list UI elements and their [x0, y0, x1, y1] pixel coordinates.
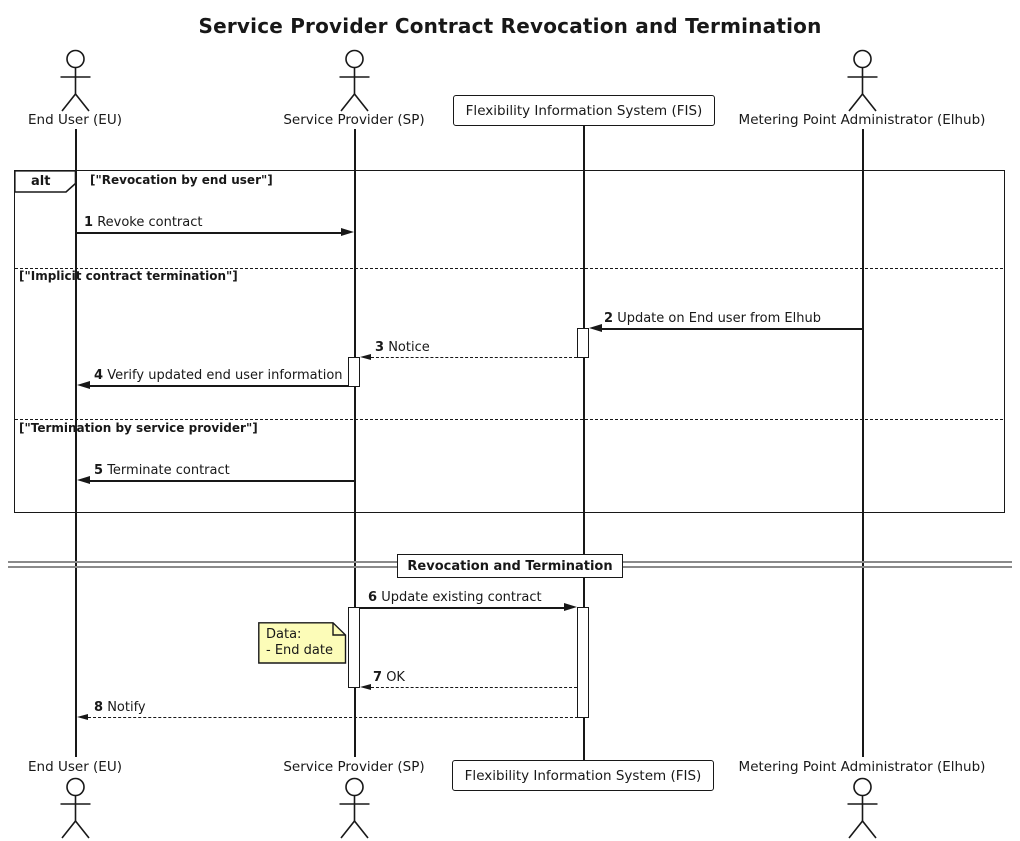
- message-4-label: 4 Verify updated end user information: [94, 368, 343, 383]
- alt-separator-1: [15, 268, 1003, 269]
- note-shape: [258, 622, 347, 664]
- alt-guard-2: ["Implicit contract termination"]: [19, 269, 238, 283]
- note-line-1: Data:: [266, 627, 302, 642]
- divider-label: Revocation and Termination: [407, 558, 613, 574]
- activation-sp-1: [348, 357, 360, 387]
- alt-guard-1: ["Revocation by end user"]: [90, 173, 273, 187]
- lifeline-service-provider: [354, 129, 356, 757]
- message-5-label: 5 Terminate contract: [94, 463, 230, 478]
- diagram-title: Service Provider Contract Revocation and…: [198, 14, 822, 38]
- actor-label-service-provider-top: Service Provider (SP): [283, 112, 425, 128]
- message-6-arrowhead: [564, 603, 577, 611]
- participant-box-fis-bottom: Flexibility Information System (FIS): [452, 760, 714, 791]
- activation-fis-1: [577, 328, 589, 358]
- actor-label-service-provider-bottom: Service Provider (SP): [283, 759, 425, 775]
- message-4-arrowhead: [77, 381, 90, 389]
- message-8-line: [88, 717, 583, 718]
- participant-box-fis-top: Flexibility Information System (FIS): [453, 95, 715, 126]
- alt-separator-2: [15, 419, 1003, 420]
- message-1-line: [76, 232, 343, 234]
- actor-icon-service-provider-bottom: [339, 777, 370, 839]
- message-3-arrowhead: [360, 354, 371, 360]
- activation-sp-2: [348, 607, 360, 688]
- actor-label-end-user-bottom: End User (EU): [28, 759, 122, 775]
- message-8-arrowhead: [77, 714, 88, 720]
- message-1-label: 1 Revoke contract: [84, 215, 203, 230]
- actor-icon-end-user-top: [60, 49, 91, 112]
- message-7-line: [371, 687, 577, 688]
- actor-label-elhub-top: Metering Point Administrator (Elhub): [738, 112, 986, 128]
- message-3-label: 3 Notice: [375, 340, 430, 355]
- message-2-arrowhead: [589, 324, 602, 332]
- message-6-line: [360, 607, 565, 609]
- message-7-label: 7 OK: [373, 670, 405, 685]
- alt-operator-label: alt: [31, 174, 51, 189]
- alt-operator-pentagon: [14, 170, 77, 193]
- actor-label-elhub-bottom: Metering Point Administrator (Elhub): [738, 759, 986, 775]
- message-5-line: [89, 480, 355, 482]
- lifeline-fis: [583, 125, 585, 760]
- message-2-line: [601, 328, 862, 330]
- divider-box: Revocation and Termination: [397, 554, 623, 578]
- actor-icon-elhub-bottom: [847, 777, 878, 839]
- message-1-arrowhead: [341, 228, 354, 236]
- actor-icon-service-provider-top: [339, 49, 370, 112]
- alt-frame: [14, 170, 1005, 513]
- lifeline-end-user: [75, 129, 77, 757]
- participant-label-fis-top: Flexibility Information System (FIS): [465, 102, 703, 119]
- message-5-arrowhead: [77, 476, 90, 484]
- actor-label-end-user-top: End User (EU): [28, 112, 122, 128]
- actor-icon-elhub-top: [847, 49, 878, 112]
- message-2-label: 2 Update on End user from Elhub: [604, 311, 821, 326]
- actor-icon-end-user-bottom: [60, 777, 91, 839]
- participant-label-fis-bottom: Flexibility Information System (FIS): [464, 767, 702, 784]
- message-6-label: 6 Update existing contract: [368, 590, 542, 605]
- activation-fis-2: [577, 607, 589, 718]
- note-line-2: - End date: [266, 643, 333, 658]
- message-3-line: [371, 357, 577, 358]
- lifeline-elhub: [862, 129, 864, 757]
- message-7-arrowhead: [360, 684, 371, 690]
- message-8-label: 8 Notify: [94, 700, 146, 715]
- message-4-line: [89, 385, 348, 387]
- alt-guard-3: ["Termination by service provider"]: [19, 421, 258, 435]
